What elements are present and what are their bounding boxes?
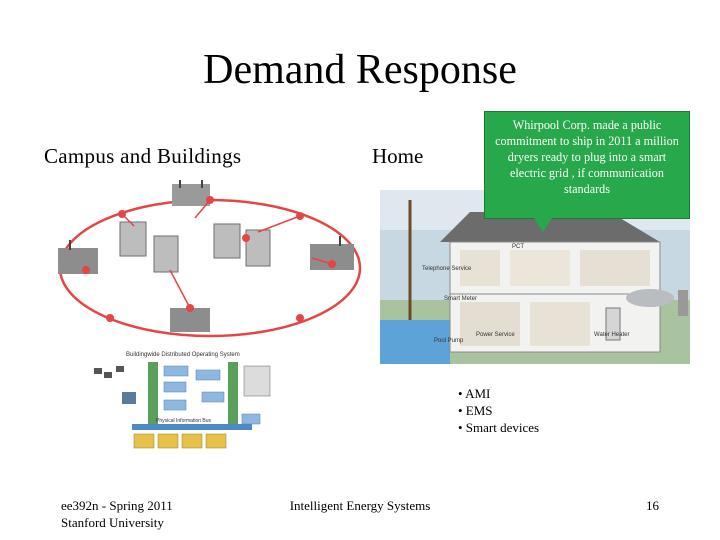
room <box>460 250 500 286</box>
weather-station-image <box>243 365 271 397</box>
controller-image <box>122 392 136 404</box>
room <box>580 250 650 286</box>
footer-course-line: ee392n - Spring 2011 <box>61 498 173 513</box>
page-number: 16 <box>646 498 659 513</box>
bos-module <box>163 365 261 425</box>
slide-title: Demand Response <box>203 47 517 93</box>
device-module <box>133 433 227 449</box>
footer-course: ee392n - Spring 2011 Stanford University <box>61 497 173 531</box>
campus-ring-diagram <box>58 180 362 338</box>
label-telephone: Telephone Service <box>422 266 472 272</box>
label-water-heater: Water Heater <box>594 332 629 338</box>
device-icon <box>94 366 124 378</box>
car-image <box>626 289 674 307</box>
bos-title: Buildingwide Distributed Operating Syste… <box>126 352 240 358</box>
callout-tail <box>534 218 552 232</box>
bullet-item: • Smart devices <box>458 420 540 435</box>
footer-title: Intelligent Energy Systems <box>289 498 431 513</box>
substation-icon <box>172 180 210 206</box>
bos-column <box>148 362 158 430</box>
room <box>510 250 570 286</box>
bullet-item: • EMS <box>458 403 493 418</box>
building-icon <box>119 221 271 273</box>
building-os-diagram: Buildingwide Distributed Operating Syste… <box>94 352 271 449</box>
label-pct: PCT <box>512 244 524 250</box>
campus-heading: Campus and Buildings <box>44 144 242 168</box>
label-smart-meter: Smart Meter <box>444 296 477 302</box>
bullet-item: • AMI <box>458 386 491 401</box>
substation-icon <box>58 240 98 274</box>
smart-home-diagram: PCT Telephone Service Smart Meter Power … <box>380 190 690 364</box>
water-heater-image <box>605 307 621 341</box>
room <box>460 302 520 346</box>
meter-box <box>678 290 688 316</box>
footer-university-line: Stanford University <box>61 515 164 530</box>
bullet-list: • AMI • EMS • Smart devices <box>458 385 539 436</box>
room <box>530 302 590 346</box>
bus-label: Physical Information Bus <box>156 418 212 424</box>
ring-node-icon <box>82 196 336 322</box>
callout-box: Whirpool Corp. made a public commitment … <box>484 111 690 219</box>
label-power-service: Power Service <box>476 332 515 338</box>
label-pool-pump: Pool Pump <box>434 338 464 344</box>
home-heading: Home <box>372 144 424 168</box>
pool <box>380 320 450 364</box>
bos-column <box>228 362 238 430</box>
physical-information-bus <box>132 424 252 430</box>
